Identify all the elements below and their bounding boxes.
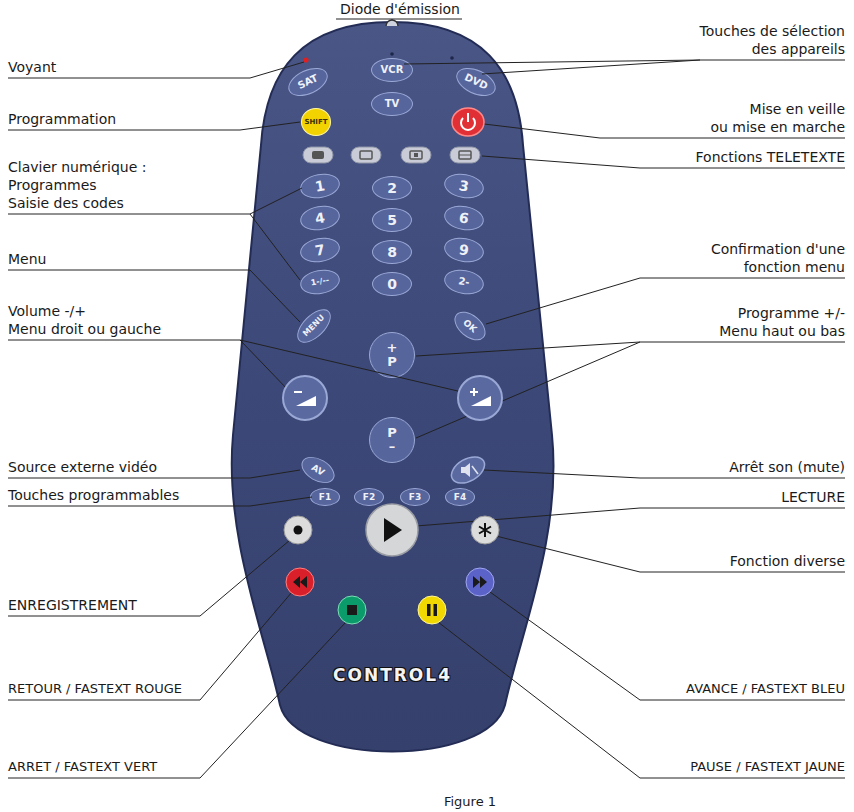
callout-label: Volume -/+ [8,302,86,320]
callout-label: Arrêt son (mute) [729,458,845,476]
callout-label: LECTURE [781,488,845,506]
button-label: 1-/-- [310,276,330,287]
remote-body: CONTROL4 SAT VCR DVD SHIFT TV 1 2 3 4 5 6 7 8 9 1-/-- 0 2… [220,15,565,775]
leader-line [8,19,845,778]
remote-button: F4 [445,488,475,506]
callout-label: Menu haut ou bas [719,322,845,340]
callout-label: AVANCE / FASTEXT BLEU [686,680,845,698]
callout-label: Touches programmables [8,486,179,504]
remote-button: 0 [372,272,412,296]
remote-button: TV [371,92,413,116]
leader-line [336,19,462,20]
callout-label: ARRET / FASTEXT VERT [8,758,157,776]
button-label: 1 [314,178,326,193]
button-label: F1 [319,493,331,502]
remote-button: P – [369,417,415,463]
button-label: 4 [314,210,326,225]
callout-label: Touches de sélection [700,22,845,40]
figure-caption: Figure 1 [0,793,854,811]
remote-button: F3 [400,488,430,506]
callout-label: Menu [8,250,46,268]
button-label: F4 [454,493,466,502]
callout-label: Fonction diverse [730,552,845,570]
callout-label: ou mise en marche [710,118,845,136]
brand-logo: CONTROL4 [220,665,565,685]
button-label: AV [310,463,326,477]
button-label: 8 [387,245,397,259]
button-label: VCR [381,65,404,75]
button-label: 5 [387,213,397,227]
button-label: SAT [296,73,319,91]
callout-label: ENREGISTREMENT [8,596,137,614]
button-label: P – [385,426,399,453]
callout-label: Programmes [8,176,97,194]
callout-label: Fonctions TELETEXTE [696,148,845,166]
callout-label: Mise en veille [750,100,845,118]
button-label: 2 [387,181,397,195]
button-label: 3 [458,178,470,193]
remote-button: VCR [371,58,413,82]
remote-button: F2 [354,488,384,506]
button-label: DVD [463,72,489,91]
button-label: F3 [409,493,421,502]
button-label: TV [385,99,400,109]
callout-label: PAUSE / FASTEXT JAUNE [690,758,845,776]
button-label: 7 [314,242,326,257]
callout-label: Menu droit ou gauche [8,320,161,338]
button-label: SHIFT [304,119,327,126]
callout-label: Saisie des codes [8,194,124,212]
callout-label: Diode d'émission [0,0,800,18]
button-label: 2- [458,276,471,288]
button-label: 6 [458,210,470,225]
callout-label: Source externe vidéo [8,458,157,476]
remote-button: F1 [310,488,340,506]
button-label: + P [385,341,399,368]
callout-label: Programmation [8,110,116,128]
callout-label: des appareils [752,40,845,58]
remote-button: SHIFT [301,108,331,136]
callout-label: Programme +/- [738,304,845,322]
leader-line [8,592,292,700]
button-label: 9 [458,242,470,257]
remote-button: 5 [372,208,412,232]
leader-line [490,592,845,700]
callout-label: Confirmation d'une [711,240,845,258]
remote-button: 8 [372,240,412,264]
callout-label: fonction menu [744,258,845,276]
remote-button: + P [369,332,415,378]
button-label: 0 [387,277,397,291]
callout-label: Clavier numérique : [8,158,146,176]
button-label: F2 [363,493,375,502]
remote-outline [220,15,565,775]
leader-line [496,536,845,572]
remote-button: 2 [372,176,412,200]
button-label: OK [462,318,479,334]
remote-shape [232,22,554,752]
callout-label: Voyant [8,58,56,76]
callout-label: RETOUR / FASTEXT ROUGE [8,680,182,698]
leader-line [482,60,845,74]
